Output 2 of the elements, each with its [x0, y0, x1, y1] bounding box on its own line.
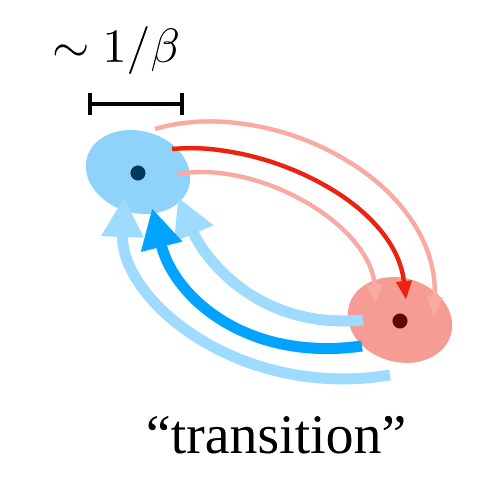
text-label: “transition”	[148, 416, 404, 454]
formula: $\sim 1/\beta$	[54, 26, 178, 74]
